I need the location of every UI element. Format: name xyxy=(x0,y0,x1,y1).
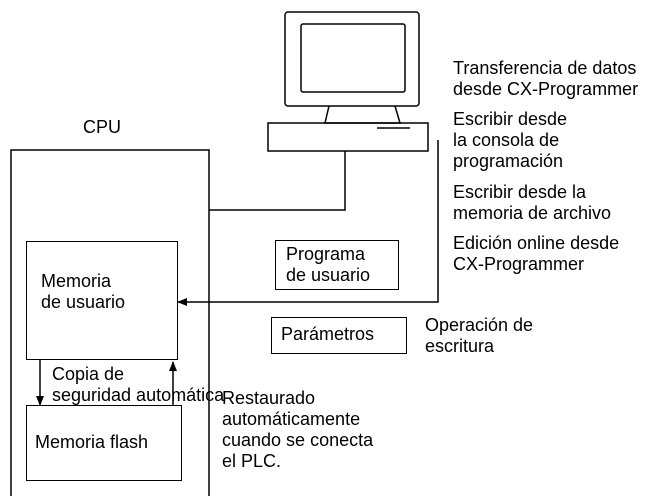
write-operation-label: Operación de escritura xyxy=(425,315,534,356)
write-arrow xyxy=(177,140,439,306)
flash-memory-label: Memoria flash xyxy=(35,432,149,452)
cpu-box xyxy=(10,149,210,496)
restore-label: Restaurado automáticamente cuando se con… xyxy=(222,388,374,471)
source-transfer-label: Transferencia de datos desde CX-Programm… xyxy=(453,58,639,99)
parameters-label: Parámetros xyxy=(281,324,375,344)
backup-label: Copia de seguridad automática xyxy=(52,364,225,405)
user-program-box: Programa de usuario xyxy=(275,240,399,290)
computer-to-cpu-line xyxy=(209,151,346,211)
user-memory-label: Memoria de usuario xyxy=(41,271,126,312)
source-file-memory-label: Escribir desde la memoria de archivo xyxy=(453,182,612,223)
source-console-label: Escribir desde la consola de programació… xyxy=(453,109,568,171)
flash-memory-box: Memoria flash xyxy=(26,405,182,481)
monitor-outer xyxy=(284,11,420,107)
user-program-label: Programa de usuario xyxy=(286,244,371,285)
computer-base xyxy=(267,122,429,152)
computer-icon xyxy=(267,11,429,152)
source-online-edit-label: Edición online desde CX-Programmer xyxy=(453,233,620,274)
parameters-box: Parámetros xyxy=(271,317,407,354)
monitor-screen xyxy=(300,23,406,93)
monitor-neck xyxy=(324,105,402,124)
cpu-label: CPU xyxy=(83,117,122,137)
user-memory-box: Memoria de usuario xyxy=(26,241,178,360)
